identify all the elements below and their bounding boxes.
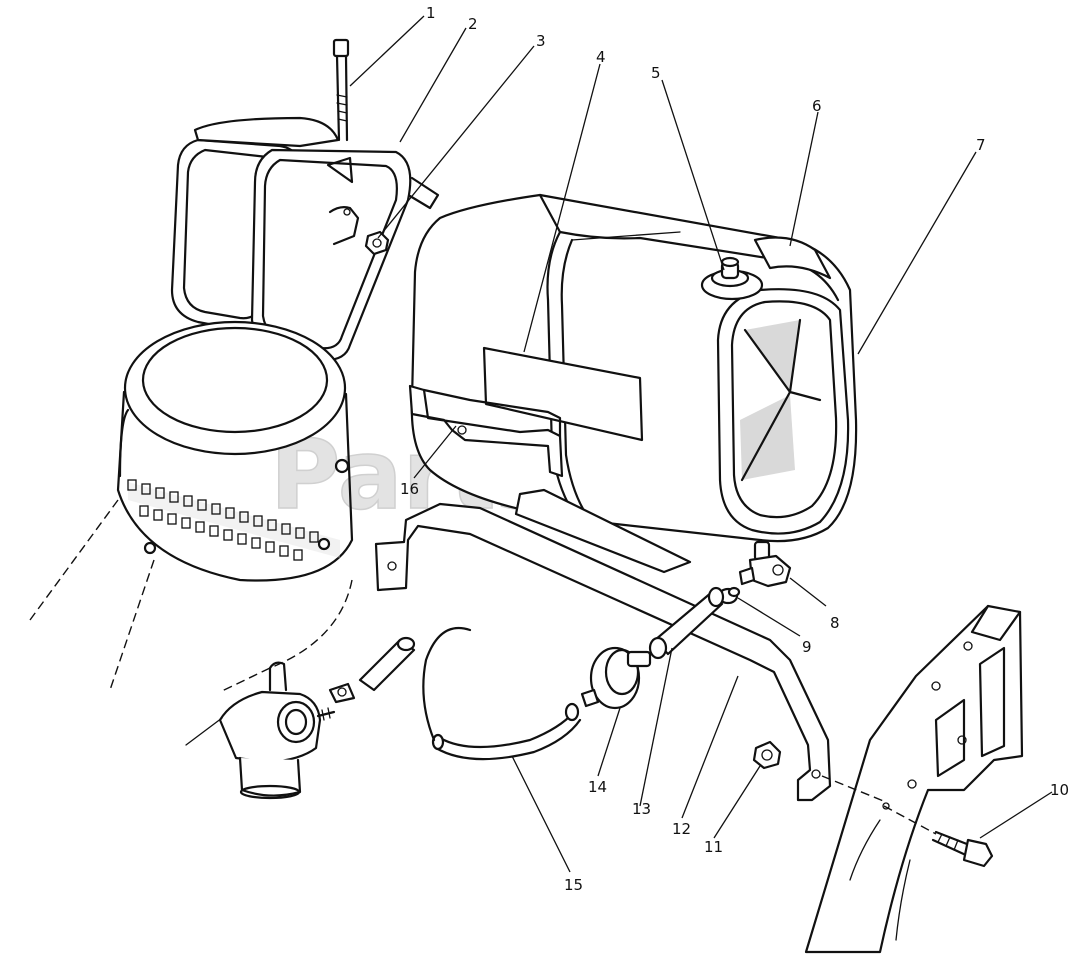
callout-8[interactable]: 8: [830, 614, 840, 632]
part-1-bolt[interactable]: [332, 38, 350, 142]
part-15-fuel-line[interactable]: [422, 626, 582, 761]
carburetor: [185, 661, 336, 800]
callout-16[interactable]: 16: [400, 480, 419, 498]
callout-numbers: 1 2 3 4 5 6 7 8 9 10 11 12 13 14 15 16: [400, 4, 1069, 894]
callout-2[interactable]: 2: [468, 15, 478, 33]
callout-12[interactable]: 12: [672, 820, 691, 838]
callout-15[interactable]: 15: [564, 876, 583, 894]
part-5-fuel-cap[interactable]: [700, 256, 764, 301]
callout-4[interactable]: 4: [596, 48, 606, 66]
callout-7[interactable]: 7: [976, 136, 986, 154]
callout-3[interactable]: 3: [536, 32, 546, 50]
leader-lines: [349, 15, 1053, 873]
part-12-support-bracket[interactable]: [374, 502, 832, 802]
part-14-fuel-filter[interactable]: [580, 646, 652, 710]
callout-11[interactable]: 11: [704, 838, 723, 856]
callout-1[interactable]: 1: [426, 4, 436, 22]
part-6-tank-label: [753, 236, 832, 280]
engine-shroud: [29, 320, 354, 693]
frame-plate: [804, 604, 1024, 954]
callout-9[interactable]: 9: [802, 638, 812, 656]
part-16-bracket[interactable]: [408, 384, 564, 478]
part-4-rubber-strip[interactable]: [482, 346, 644, 442]
part-13-fuel-hose[interactable]: [648, 586, 725, 660]
callout-5[interactable]: 5: [651, 64, 661, 82]
part-11-nut[interactable]: [752, 740, 782, 770]
callout-6[interactable]: 6: [812, 97, 822, 115]
carburetor-hose: [328, 636, 416, 704]
callout-14[interactable]: 14: [588, 778, 607, 796]
callout-13[interactable]: 13: [632, 800, 651, 818]
part-8-fitting[interactable]: [738, 540, 792, 588]
rubber-strip-lower[interactable]: [514, 488, 692, 574]
part-10-bolt[interactable]: [931, 830, 994, 868]
part-3-nut[interactable]: [364, 230, 390, 256]
callout-10[interactable]: 10: [1050, 781, 1069, 799]
shroud-vents: [127, 479, 319, 561]
